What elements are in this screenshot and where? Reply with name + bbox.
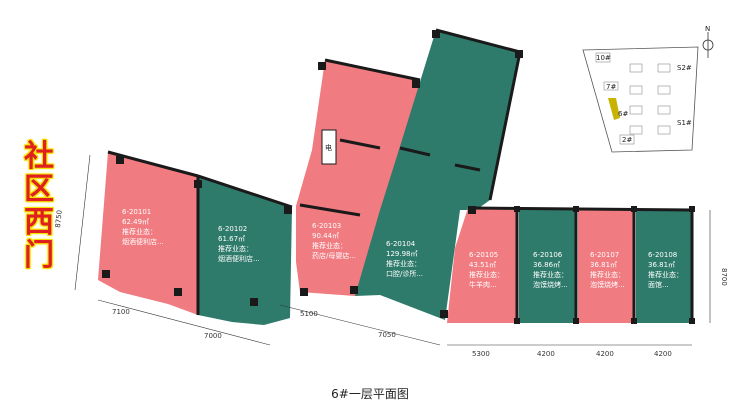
unit-6-20101-label: 推荐业态： xyxy=(122,227,157,236)
unit-6-20103-code: 6-20103 xyxy=(312,222,341,230)
columns xyxy=(102,30,695,324)
dim-left-bottom-2: 7000 xyxy=(204,332,222,340)
unit-6-20106-code: 6-20106 xyxy=(533,251,563,259)
unit-6-20105-area[interactable] xyxy=(447,208,517,323)
sign-char-2: 区 xyxy=(24,172,54,207)
unit-6-20108-code: 6-20108 xyxy=(648,251,677,259)
dim-right-bottom-1: 5300 xyxy=(472,350,490,358)
site-map-label-10: 10# xyxy=(596,54,611,62)
dim-left-side: 8750 xyxy=(54,210,64,229)
site-map-building-6 xyxy=(608,98,620,120)
sign-char-1: 社 xyxy=(24,139,54,174)
unit-6-20108-use: 面馆... xyxy=(648,280,669,289)
unit-6-20104-label: 推荐业态： xyxy=(386,259,421,268)
dim-mid-bottom-1: 5100 xyxy=(300,310,318,318)
unit-6-20102-label: 推荐业态： xyxy=(218,244,253,253)
unit-6-20101-area: 62.49㎡ xyxy=(122,218,149,226)
unit-6-20108-label: 推荐业态： xyxy=(648,270,683,279)
unit-6-20103-area: 90.44㎡ xyxy=(312,232,339,240)
dim-right-bottom-3: 4200 xyxy=(596,350,614,358)
dim-right-side: 8700 xyxy=(720,268,728,286)
site-map: 10# S2# 7# 6# S1# 2# N xyxy=(582,25,714,153)
unit-6-20101-area[interactable] xyxy=(98,152,198,315)
unit-6-20105-code: 6-20105 xyxy=(469,251,498,259)
unit-6-20105-area: 43.51㎡ xyxy=(469,261,496,269)
unit-6-20108-area: 36.81㎡ xyxy=(648,261,675,269)
stair-block: 电 xyxy=(321,129,337,165)
site-map-label-2: 2# xyxy=(622,136,632,144)
unit-6-20102-area: 61.67㎡ xyxy=(218,235,245,243)
site-map-label-s1: S1# xyxy=(677,119,692,127)
sign-char-4: 门 xyxy=(24,238,54,273)
dim-right-bottom-4: 4200 xyxy=(654,350,672,358)
unit-6-20107-code: 6-20107 xyxy=(590,251,619,259)
dim-left-bottom-1: 7100 xyxy=(112,308,130,316)
sign-char-3: 西 xyxy=(24,205,54,240)
site-map-label-6: 6# xyxy=(618,110,628,118)
unit-6-20107-label: 推荐业态： xyxy=(590,270,625,279)
unit-6-20104-use: 口腔/诊所... xyxy=(386,269,423,278)
unit-6-20102-area[interactable] xyxy=(198,176,292,325)
unit-6-20107-area: 36.81㎡ xyxy=(590,261,617,269)
unit-6-20101-code: 6-20101 xyxy=(122,208,151,216)
unit-6-20101-use: 烟酒便利店... xyxy=(122,237,164,246)
dim-mid-bottom-2: 7050 xyxy=(378,331,396,339)
unit-6-20103-label: 推荐业态： xyxy=(312,241,347,250)
site-map-label-7: 7# xyxy=(606,83,616,91)
unit-6-20107-use: 泡馍烧烤... xyxy=(590,280,625,289)
stair-label: 电 xyxy=(325,143,332,152)
unit-6-20106-area[interactable] xyxy=(519,210,576,323)
unit-6-20106-use: 泡馍烧烤... xyxy=(533,280,568,289)
unit-6-20107-area[interactable] xyxy=(578,210,634,323)
dimension-lines xyxy=(74,154,711,346)
unit-6-20102-use: 烟酒便利店... xyxy=(218,254,260,263)
dimension-labels: 8750 7100 7000 5100 7050 5300 4200 4200 … xyxy=(54,210,728,358)
unit-6-20104-area[interactable] xyxy=(355,30,520,320)
unit-6-20105-use: 牛羊肉... xyxy=(469,280,497,289)
site-map-label-s2: S2# xyxy=(677,64,692,72)
units-layer xyxy=(98,30,692,325)
unit-6-20108-area[interactable] xyxy=(636,210,692,323)
unit-6-20102-code: 6-20102 xyxy=(218,225,247,233)
unit-6-20105-label: 推荐业态： xyxy=(469,270,504,279)
north-label: N xyxy=(705,25,710,33)
unit-6-20103-use: 药店/母婴店... xyxy=(312,251,356,260)
dim-right-bottom-2: 4200 xyxy=(537,350,555,358)
unit-6-20104-area: 129.98㎡ xyxy=(386,250,418,258)
community-west-gate-sign: 社 区 西 门 xyxy=(22,140,56,272)
plan-caption: 6#一层平面图 xyxy=(331,387,409,401)
unit-6-20106-label: 推荐业态： xyxy=(533,270,568,279)
unit-6-20106-area: 36.86㎡ xyxy=(533,261,560,269)
unit-6-20104-code: 6-20104 xyxy=(386,240,416,248)
unit-labels: 6-2010162.49㎡推荐业态：烟酒便利店...6-2010261.67㎡推… xyxy=(122,208,683,289)
